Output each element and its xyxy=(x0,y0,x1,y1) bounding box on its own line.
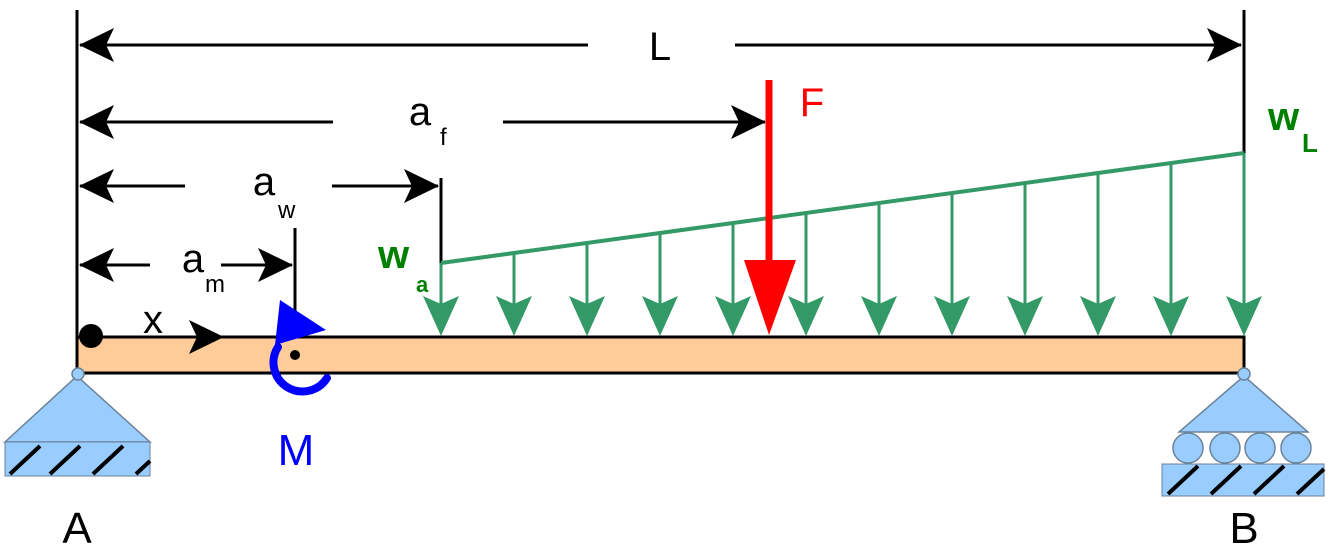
force-arrowhead xyxy=(744,260,796,335)
moment-label: M xyxy=(278,426,315,475)
moment-arrowhead xyxy=(275,300,326,345)
load-start-subscript: a xyxy=(416,272,429,297)
load-arrowhead xyxy=(934,296,970,336)
length-label: L xyxy=(649,25,671,69)
load-arrowhead xyxy=(1226,296,1262,336)
load-start-label: w xyxy=(377,233,410,277)
moment: M xyxy=(269,300,331,475)
load-arrowhead xyxy=(1007,296,1043,336)
load-arrowhead xyxy=(496,296,532,336)
moment-distance-subscript: m xyxy=(205,271,225,298)
force-distance-dimension: a f xyxy=(79,90,766,151)
force-distance-subscript: f xyxy=(440,124,447,151)
roller-support-b xyxy=(1161,367,1326,497)
load-end-subscript: L xyxy=(1302,128,1318,158)
load-arrowhead xyxy=(1080,296,1116,336)
force-label: F xyxy=(800,81,824,125)
position-arrow: x xyxy=(79,298,224,354)
load-start-distance-label: a xyxy=(253,160,276,204)
force-distance-label: a xyxy=(409,90,432,134)
moment-distance-label: a xyxy=(182,237,205,281)
position-label: x xyxy=(143,298,163,342)
moment-point xyxy=(290,350,300,360)
moment-distance-dimension: a m xyxy=(79,237,293,298)
load-arrowhead xyxy=(569,296,605,336)
moment-arc-icon xyxy=(269,343,331,396)
load-arrowhead xyxy=(423,296,459,336)
point-force: F xyxy=(744,80,824,335)
load-end-label: w xyxy=(1267,95,1300,139)
load-start-dimension: a w xyxy=(79,160,439,224)
pin-support-a xyxy=(3,367,152,477)
beam xyxy=(75,335,1246,375)
distributed-load xyxy=(423,151,1262,336)
load-arrowhead xyxy=(861,296,897,336)
support-b-label: B xyxy=(1229,504,1258,553)
load-start-distance-subscript: w xyxy=(277,197,296,224)
load-arrowhead xyxy=(788,296,824,336)
load-arrowhead xyxy=(715,296,751,336)
load-arrowhead xyxy=(1153,296,1189,336)
length-dimension: L xyxy=(79,25,1242,69)
support-a-label: A xyxy=(62,504,92,553)
load-top-line xyxy=(440,151,1245,265)
load-arrowhead xyxy=(642,296,678,336)
